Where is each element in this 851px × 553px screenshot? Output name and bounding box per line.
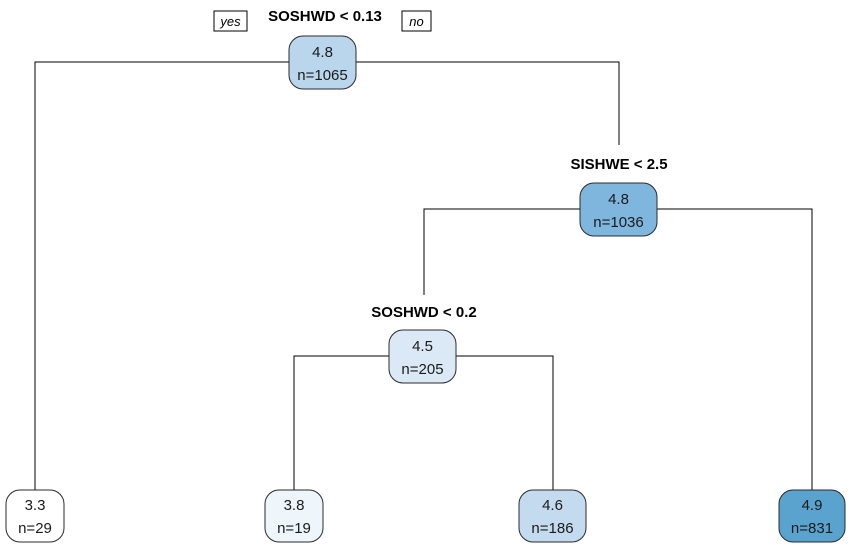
leaf-value-4: 4.9: [802, 497, 823, 514]
yes-tag-box: [213, 10, 248, 32]
leaf-box-2: [264, 489, 324, 543]
node-box-1: [579, 182, 658, 237]
split-label-node2: SOSHWD < 0.2: [371, 304, 476, 321]
node-value-root: 4.8: [312, 44, 333, 61]
leaf-box-1: [5, 489, 65, 543]
node-value-1: 4.8: [608, 191, 629, 208]
edge-node1-to-leaf-right: [657, 208, 813, 490]
node-count-root: n=1065: [297, 67, 347, 84]
leaf-count-2: n=19: [277, 520, 311, 537]
no-tag-box: [401, 10, 432, 32]
tree-leaf-1: 3.3 n=29: [5, 489, 65, 543]
leaf-value-3: 4.6: [542, 497, 563, 514]
edge-node1-to-node2: [423, 208, 580, 295]
edge-root-to-right-node: [356, 61, 620, 145]
branch-tags: yes no: [213, 10, 432, 32]
tree-node-root: 4.8 n=1065: [288, 35, 357, 90]
node-value-2: 4.5: [412, 338, 433, 355]
tree-node-1: 4.8 n=1036: [579, 182, 658, 237]
tree-leaf-4: 4.9 n=831: [778, 489, 846, 543]
no-tag: no: [401, 10, 432, 32]
node-box-2: [388, 329, 457, 384]
edge-node2-to-leaf-b: [456, 355, 554, 490]
tree-leaf-2: 3.8 n=19: [264, 489, 324, 543]
yes-tag: yes: [213, 10, 248, 32]
tree-node-2: 4.5 n=205: [388, 329, 457, 384]
edge-node2-to-leaf-a: [293, 355, 389, 490]
split-label-root: SOSHWD < 0.13: [268, 8, 382, 25]
node-count-2: n=205: [401, 361, 443, 378]
leaf-value-2: 3.8: [284, 497, 305, 514]
no-tag-label: no: [409, 14, 423, 29]
split-label-node1: SISHWE < 2.5: [570, 156, 667, 173]
tree-nodes: 4.8 n=1065 4.8 n=1036 4.5 n=205 3.3 n=29…: [5, 35, 846, 543]
node-count-1: n=1036: [593, 214, 643, 231]
leaf-count-1: n=29: [18, 520, 52, 537]
node-box-root: [288, 35, 357, 90]
tree-leaf-3: 4.6 n=186: [518, 489, 587, 543]
yes-tag-label: yes: [219, 14, 241, 29]
split-labels: SOSHWD < 0.13 SISHWE < 2.5 SOSHWD < 0.2: [268, 8, 667, 321]
leaf-count-3: n=186: [531, 520, 573, 537]
edge-root-to-left-leaf: [34, 61, 289, 490]
leaf-box-4: [778, 489, 846, 543]
leaf-value-1: 3.3: [25, 497, 46, 514]
tree-edges: [34, 61, 813, 490]
leaf-box-3: [518, 489, 587, 543]
leaf-count-4: n=831: [791, 520, 833, 537]
